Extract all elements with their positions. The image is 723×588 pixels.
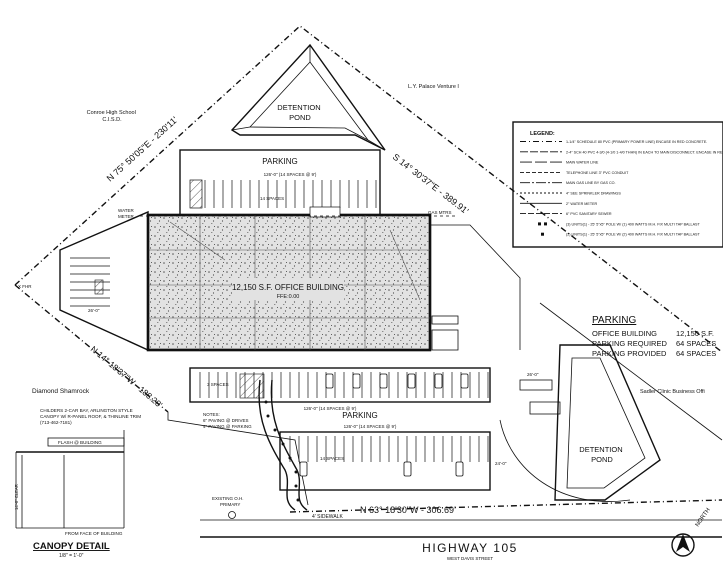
canopy-title: CANOPY DETAIL bbox=[33, 541, 110, 552]
north-label: NORTH bbox=[695, 507, 712, 528]
bottom-parking: 126'-0" (14 SPACES @ 9') 14 SPACES 24'-0… bbox=[279, 424, 507, 491]
parking-row-label: OFFICE BUILDING bbox=[592, 329, 657, 338]
parked-car bbox=[434, 373, 443, 389]
legend-item: MAIN WATER LINE bbox=[566, 161, 599, 165]
parking-row-value: 64 SPACES bbox=[676, 339, 716, 348]
neighbor-bottom-left-label: Diamond Shamrock bbox=[32, 388, 90, 395]
clear-label: 14'-0" CLEAR bbox=[14, 484, 19, 510]
top-parking-lot: PARKING 126'-0" (14 SPACES @ 9') 14 SPAC… bbox=[179, 149, 381, 216]
parked-car bbox=[352, 373, 361, 389]
parked-car bbox=[299, 461, 308, 477]
bottom-row-spaces: 14 SPACES bbox=[320, 456, 344, 461]
existing-oh-label: EXISTING O.H. PRIMARY bbox=[212, 496, 245, 507]
hydrant-label: X FHR bbox=[18, 284, 32, 289]
legend-item: (2) UNITS(1) - 25' 5"x5" POLE W/ (2) 400… bbox=[566, 233, 701, 237]
legend-item: MAIN GAS LINE BY GAS CO. bbox=[566, 181, 616, 185]
parked-car bbox=[379, 373, 388, 389]
sidewalk-label: 4' SIDEWALK bbox=[312, 514, 343, 520]
legend-title: LEGEND: bbox=[530, 131, 555, 137]
paving-notes: NOTES: 6" PAVING @ DRIVES 4" PAVING @ PA… bbox=[203, 412, 252, 429]
neighbor-right-label: Sadler Clinic Business Offi bbox=[640, 389, 705, 395]
right-drive bbox=[430, 224, 521, 351]
parked-car bbox=[403, 461, 412, 477]
parked-car bbox=[460, 373, 469, 389]
gas-meter-label: GAS MTRS bbox=[428, 210, 452, 215]
office-building: 12,150 S.F. OFFICE BUILDING FFE:0.00 bbox=[146, 206, 432, 352]
mid-row-dimension: 126'-0" (14 SPACES @ 9') bbox=[304, 406, 357, 411]
left-parking: X FHR 26'-0" bbox=[18, 210, 149, 352]
legend-item: 2-4" SCH 40 PVC 4-3/0 (4-1/0 1-4/0 THHN)… bbox=[566, 150, 723, 154]
canopy-scale: 1/8" = 1'-0" bbox=[59, 553, 84, 559]
canopy-detail: CHILDERS 2-CAR BAY, ARLINGTON STYLE CANO… bbox=[14, 408, 142, 559]
parking-row-label: PARKING REQUIRED bbox=[592, 339, 667, 348]
detention-pond-right-label: DETENTION POND bbox=[579, 445, 624, 464]
bearing-southwest: N 14° 18'37"W - 188.28' bbox=[89, 344, 165, 410]
highway-label: HIGHWAY 105 bbox=[422, 541, 518, 555]
bearing-south: N 63° 18'30"W - 306.69' bbox=[360, 505, 456, 515]
parking-row-value: 64 SPACES bbox=[676, 349, 716, 358]
parking-top-label: PARKING bbox=[262, 157, 297, 166]
parking-table: PARKING OFFICE BUILDING 12,150 S.F. PARKIN… bbox=[592, 315, 716, 358]
highway-frontage: 4' SIDEWALK N 63° 18'30"W - 306.69' HIGH… bbox=[200, 496, 722, 561]
legend-item: 2" WATER METER bbox=[566, 202, 598, 206]
highway-sub-label: WEST DAVIS STREET bbox=[447, 556, 494, 561]
parking-bottom-label: PARKING bbox=[342, 411, 377, 420]
legend-symbol bbox=[541, 232, 544, 236]
right-side-lot: 26'-0" bbox=[499, 372, 631, 502]
left-spaces-label: 3 SPACES bbox=[207, 382, 229, 387]
middle-parking: 3 SPACES 126'-0" (14 SPACES @ 9') PARKIN… bbox=[189, 367, 491, 477]
building-ffe: FFE:0.00 bbox=[277, 294, 300, 300]
bearing-northeast: S 14° 30'37"E - 389.91' bbox=[391, 152, 471, 217]
top-row-dimension: 126'-0" (14 SPACES @ 9') bbox=[264, 172, 317, 177]
parking-row-label: PARKING PROVIDED bbox=[592, 349, 667, 358]
parking-table-title: PARKING bbox=[592, 315, 636, 326]
bearing-northwest: N 75° 50'05"E - 230'11' bbox=[105, 114, 180, 183]
building-label: 12,150 S.F. OFFICE BUILDING bbox=[232, 283, 344, 292]
parking-row-value: 12,150 S.F. bbox=[676, 329, 714, 338]
detention-pond-top: DETENTION POND bbox=[230, 43, 386, 151]
entry-drive bbox=[258, 379, 308, 511]
north-arrow: NORTH bbox=[671, 507, 712, 557]
canopy-note: CHILDERS 2-CAR BAY, ARLINGTON STYLE CANO… bbox=[40, 408, 142, 425]
detention-pond-top-label: DETENTION POND bbox=[277, 103, 322, 122]
top-row-spaces: 14 SPACES bbox=[260, 196, 284, 201]
parked-car bbox=[455, 461, 464, 477]
left-dimension: 26'-0" bbox=[88, 308, 100, 313]
legend-box: LEGEND: 1-1/4" SCHEDULE 80 PVC (PRIMARY … bbox=[512, 121, 723, 248]
legend-item: TELEPHONE LINE 3" PVC CONDUIT bbox=[566, 171, 629, 175]
face-label: FROM FACE OF BUILDING bbox=[65, 531, 123, 536]
parked-car bbox=[325, 373, 334, 389]
bottom-dimension: 24'-0" bbox=[495, 461, 507, 466]
neighbor-top-label: L.Y. Palace Venture I bbox=[408, 84, 459, 90]
water-meter-label: WATER METER bbox=[118, 208, 135, 219]
detention-pond-right: DETENTION POND bbox=[554, 344, 661, 501]
legend-item: 6" PVC SANITARY SEWER bbox=[566, 212, 612, 216]
neighbor-left-label: Conroe High School C.I.S.D. bbox=[87, 110, 138, 123]
legend-symbol bbox=[538, 222, 541, 226]
utility-meters: WATER METER GAS MTRS bbox=[118, 208, 458, 219]
parked-car bbox=[407, 373, 416, 389]
bottom-row-dimension: 126'-0" (14 SPACES @ 9') bbox=[344, 424, 397, 429]
legend-item: 4" SEE SPRINKLER DRAWINGS bbox=[566, 192, 621, 196]
legend-symbol bbox=[544, 222, 547, 226]
legend-item: (3) UNITS(1) - 25' 5"x5" POLE W/ (1) 400… bbox=[566, 222, 701, 226]
right-dimension: 26'-0" bbox=[527, 372, 539, 377]
legend-item: 1-1/4" SCHEDULE 80 PVC (PRIMARY POWER LI… bbox=[566, 140, 707, 144]
flash-label: FLASH @ BUILDING bbox=[58, 440, 102, 445]
